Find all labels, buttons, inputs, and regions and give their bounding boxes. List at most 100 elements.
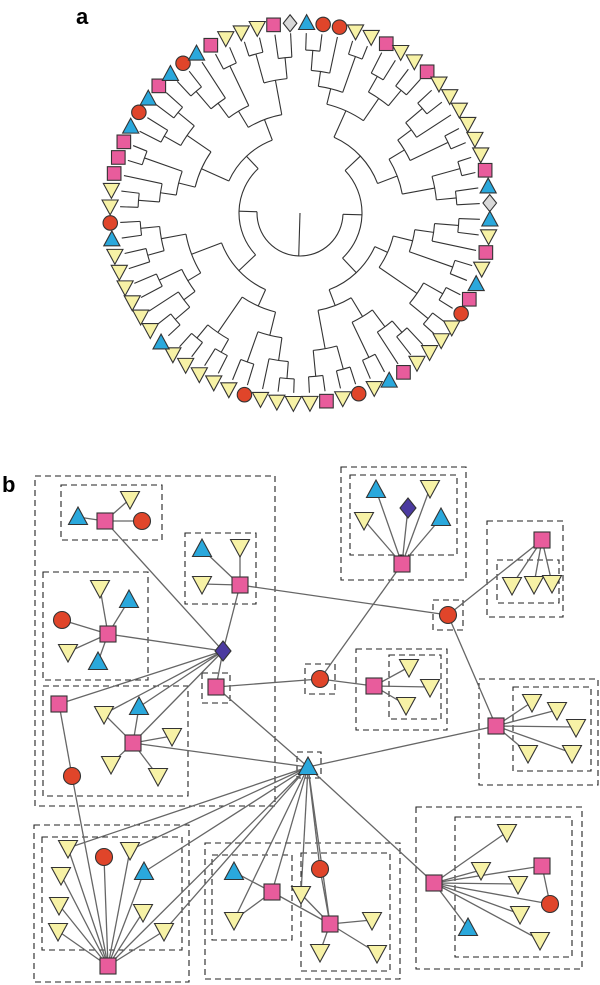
- network-edge: [319, 563, 403, 680]
- network-node-triangle-down: [119, 841, 141, 862]
- tree-branch: [158, 268, 182, 281]
- network-node-square: [533, 857, 551, 875]
- tree-leaf-square: [319, 393, 334, 409]
- cluster-box: [388, 654, 442, 720]
- tree-leaf-triangle-up: [152, 332, 171, 350]
- tree-branch: [144, 157, 183, 172]
- tree-leaf-square: [106, 166, 122, 181]
- tree-leaf-circle: [131, 104, 147, 121]
- network-edge: [495, 725, 573, 754]
- network-node-triangle-down: [395, 696, 417, 717]
- tree-branch: [191, 342, 203, 358]
- tree-branch: [374, 246, 388, 253]
- tree-branch: [201, 61, 226, 99]
- network-node-square: [99, 957, 117, 975]
- network-edge: [71, 775, 109, 967]
- cluster-box: [201, 672, 231, 704]
- tree-branch: [176, 80, 192, 97]
- tree-branch: [348, 40, 354, 55]
- tree-branch: [257, 289, 267, 307]
- network-edge: [307, 725, 497, 768]
- tree-branch: [120, 206, 139, 208]
- tree-leaf-triangle-down: [465, 131, 484, 149]
- tree-leaf-triangle-down: [216, 31, 235, 48]
- tree-leaf-triangle-down: [116, 280, 135, 297]
- tree-leaf-triangle-down: [101, 199, 120, 217]
- tree-branch: [195, 90, 212, 110]
- network-node-triangle-down: [496, 823, 518, 844]
- tree-leaf-triangle-down: [123, 295, 142, 312]
- tree-branch: [188, 70, 202, 88]
- panel-a-circular-tree: [101, 13, 499, 413]
- tree-branch: [450, 142, 466, 150]
- tree-branch: [457, 231, 479, 236]
- tree-branch: [434, 223, 459, 227]
- tree-leaf-triangle-up: [161, 64, 180, 81]
- cluster-box: [486, 520, 564, 618]
- tree-branch: [238, 254, 256, 272]
- network-node-circle: [62, 766, 82, 786]
- tree-arc: [181, 269, 196, 292]
- tree-leaf-triangle-down: [105, 248, 124, 266]
- tree-branch: [342, 213, 362, 216]
- tree-leaf-circle: [315, 16, 331, 33]
- tree-branch: [374, 354, 385, 373]
- tree-branch: [342, 56, 356, 93]
- network-node-triangle-down: [507, 875, 529, 896]
- network-edge: [271, 891, 331, 925]
- network-edge: [163, 766, 309, 932]
- tree-arc: [279, 377, 295, 380]
- tree-branch: [405, 108, 423, 124]
- tree-leaf-triangle-down: [190, 367, 209, 384]
- tree-branch: [217, 355, 228, 374]
- tree-branch: [417, 89, 433, 104]
- network-edge: [495, 709, 558, 727]
- tree-branch: [391, 320, 403, 333]
- tree-leaf-triangle-down: [479, 229, 498, 246]
- network-node-triangle-up: [87, 650, 109, 671]
- network-node-triangle-down: [48, 896, 70, 917]
- tree-branch: [454, 259, 473, 267]
- cluster-box: [432, 599, 464, 631]
- tree-leaf-triangle-down: [163, 347, 182, 364]
- cluster-box: [415, 806, 583, 970]
- tree-branch: [183, 290, 196, 301]
- tree-branch: [217, 296, 243, 333]
- tree-branch: [351, 321, 370, 358]
- cluster-box: [42, 571, 149, 681]
- tree-branch: [409, 141, 449, 161]
- network-edge: [67, 847, 109, 967]
- cluster-box: [60, 484, 163, 541]
- tree-branch: [274, 80, 283, 115]
- tree-branch: [431, 168, 461, 177]
- network-node-triangle-down: [223, 911, 245, 932]
- tree-branch: [362, 98, 380, 122]
- tree-leaf-triangle-up: [187, 43, 206, 61]
- network-node-triangle-down: [89, 579, 111, 600]
- network-edge: [447, 539, 543, 616]
- network-edge: [138, 650, 224, 708]
- network-node-triangle-down: [57, 643, 79, 664]
- tree-branch: [179, 333, 193, 348]
- tree-branch: [402, 187, 435, 195]
- network-edge: [447, 614, 497, 727]
- network-node-triangle-down: [501, 576, 523, 597]
- tree-leaf-triangle-down: [471, 147, 490, 164]
- network-node-triangle-down: [353, 511, 375, 532]
- network-edge: [433, 865, 543, 884]
- tree-leaf-triangle-up: [121, 117, 140, 134]
- tree-leaf-triangle-up: [380, 371, 399, 388]
- tree-branch: [196, 324, 209, 339]
- tree-leaf-triangle-down: [458, 116, 477, 134]
- network-edge: [107, 849, 131, 967]
- tree-branch: [305, 33, 307, 51]
- network-node-triangle-down: [57, 839, 79, 860]
- tree-leaf-triangle-down: [219, 382, 238, 399]
- tree-branch: [362, 360, 371, 379]
- tree-leaf-triangle-down: [391, 44, 410, 62]
- tree-arc: [362, 353, 376, 361]
- cluster-box: [34, 475, 276, 807]
- network-edge: [143, 766, 309, 873]
- tree-branch: [393, 235, 413, 242]
- tree-leaf-square: [116, 134, 132, 150]
